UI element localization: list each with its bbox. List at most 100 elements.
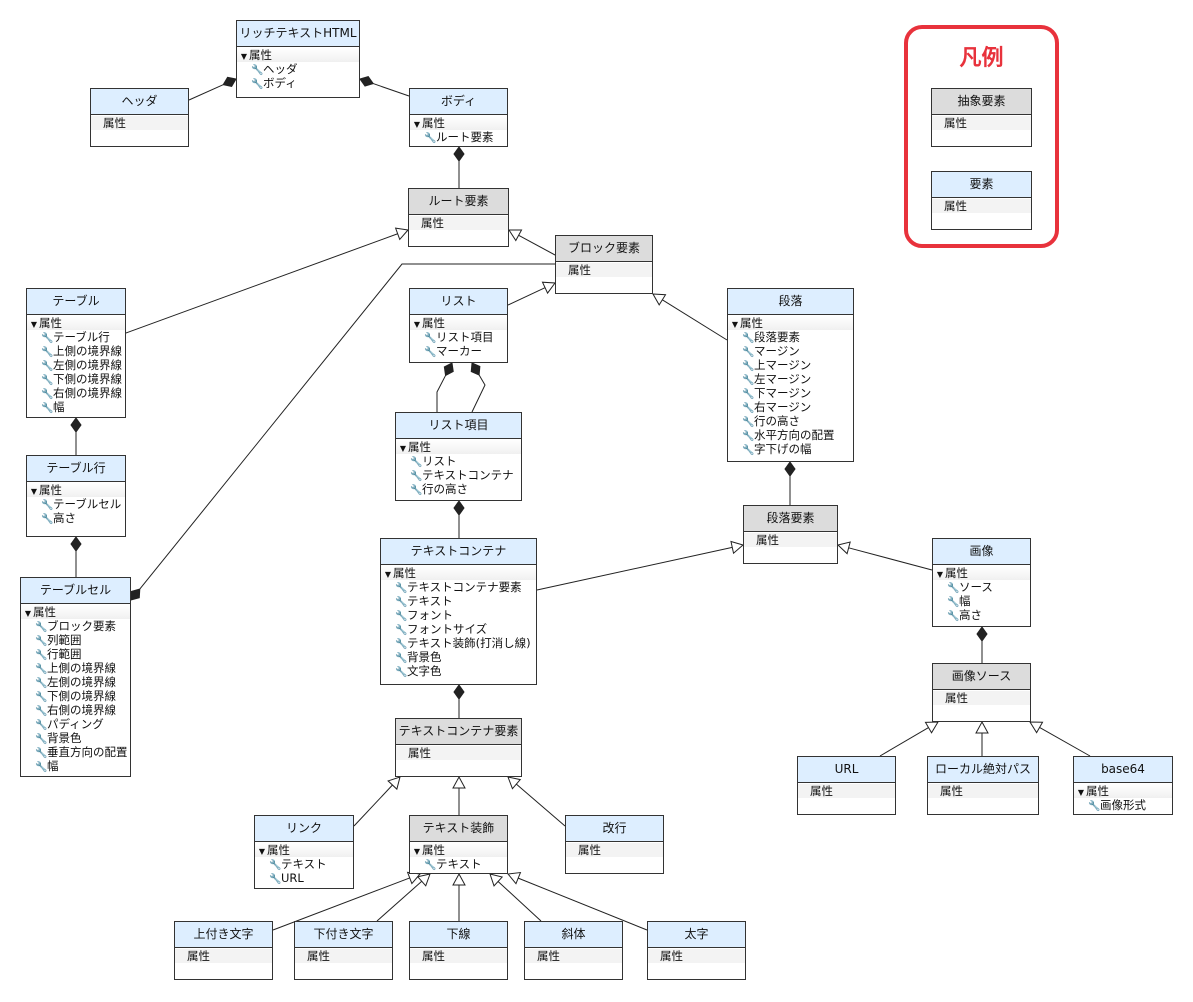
wrench-icon: 🔧: [35, 720, 48, 731]
attr-section-header[interactable]: ▼属性: [21, 605, 130, 619]
composition-line: [470, 362, 486, 413]
connector-path: [879, 727, 929, 757]
class-name: base64: [1074, 757, 1172, 783]
attribute-item: 🔧テキスト: [381, 594, 536, 608]
collapse-triangle-icon[interactable]: ▼: [30, 320, 38, 329]
attribute-item: 🔧背景色: [21, 731, 130, 745]
class-box-header: ヘッダ属性: [90, 88, 189, 147]
attribute-label: 行の高さ: [754, 414, 800, 428]
wrench-icon: 🔧: [35, 664, 48, 675]
generalization-line: [508, 229, 556, 256]
collapse-triangle-icon[interactable]: ▼: [413, 320, 421, 329]
wrench-icon: 🔧: [742, 333, 755, 344]
composition-line: [70, 417, 82, 455]
class-name: ルート要素: [409, 189, 508, 215]
class-box-listitem: リスト項目▼属性🔧リスト🔧テキストコンテナ🔧行の高さ: [395, 412, 522, 501]
attribute-label: 垂直方向の配置: [47, 745, 128, 759]
attr-section-header[interactable]: ▼属性: [27, 483, 125, 497]
attr-section-label: 属性: [410, 949, 507, 963]
composition-diamond: [130, 588, 141, 601]
attribute-label: ルート要素: [436, 130, 494, 144]
collapse-triangle-icon[interactable]: ▼: [258, 847, 266, 856]
connector-path: [848, 547, 933, 571]
wrench-icon: 🔧: [41, 500, 54, 511]
attribute-item: 🔧マージン: [728, 344, 853, 358]
attr-section-header[interactable]: ▼属性: [237, 48, 359, 62]
attr-section-header[interactable]: ▼属性: [410, 843, 507, 857]
class-box-table: テーブル▼属性🔧テーブル行🔧上側の境界線🔧左側の境界線🔧下側の境界線🔧右側の境界…: [26, 288, 126, 418]
collapse-triangle-icon[interactable]: ▼: [731, 320, 739, 329]
attribute-item: 🔧行の高さ: [396, 482, 521, 496]
class-box-bold: 太字属性: [647, 921, 746, 980]
attribute-label: テキスト: [407, 594, 453, 608]
connector-path: [436, 375, 447, 412]
attribute-label: 段落要素: [754, 330, 800, 344]
generalization-arrowhead: [924, 721, 939, 734]
composition-diamond: [222, 76, 237, 87]
generalization-arrowhead: [452, 775, 466, 789]
class-box-list: リスト▼属性🔧リスト項目🔧マーカー: [409, 288, 508, 363]
class-box-italic: 斜体属性: [524, 921, 623, 980]
wrench-icon: 🔧: [35, 762, 48, 773]
wrench-icon: 🔧: [395, 583, 408, 594]
attribute-item: 🔧テキストコンテナ: [396, 468, 521, 482]
class-name: 上付き文字: [175, 922, 272, 948]
wrench-icon: 🔧: [41, 389, 54, 400]
attribute-item: 🔧下マージン: [728, 386, 853, 400]
attr-section-header[interactable]: ▼属性: [1074, 784, 1172, 798]
attribute-label: 幅: [53, 400, 65, 414]
collapse-triangle-icon[interactable]: ▼: [30, 487, 38, 496]
wrench-icon: 🔧: [269, 874, 282, 885]
attribute-item: 🔧ヘッダ: [237, 62, 359, 76]
attribute-item: 🔧フォント: [381, 608, 536, 622]
generalization-arrowhead: [394, 227, 409, 241]
attr-section-header[interactable]: ▼属性: [381, 566, 536, 580]
legend-attr-label: 属性: [932, 199, 1031, 213]
class-box-richtext: リッチテキストHTML▼属性🔧ヘッダ🔧ボディ: [236, 20, 360, 98]
attribute-label: 右マージン: [754, 400, 812, 414]
attribute-item: 🔧字下げの幅: [728, 442, 853, 456]
collapse-triangle-icon[interactable]: ▼: [384, 570, 392, 579]
generalization-arrowhead: [507, 776, 522, 790]
attribute-label: 上側の境界線: [53, 344, 122, 358]
attr-section-header[interactable]: ▼属性: [396, 440, 521, 454]
attr-section-header[interactable]: ▼属性: [410, 116, 507, 130]
generalization-line: [452, 872, 466, 921]
class-name: テーブルセル: [21, 578, 130, 604]
collapse-triangle-icon[interactable]: ▼: [240, 52, 248, 61]
attribute-label: 右側の境界線: [47, 703, 116, 717]
class-name: 段落: [728, 289, 853, 315]
class-name: 下付き文字: [295, 922, 392, 948]
attribute-item: 🔧高さ: [933, 608, 1030, 622]
attr-section-header[interactable]: ▼属性: [410, 316, 507, 330]
attr-section-header[interactable]: ▼属性: [728, 316, 853, 330]
attribute-item: 🔧上側の境界線: [21, 661, 130, 675]
attribute-label: 下側の境界線: [53, 372, 122, 386]
legend-attr-label: 属性: [932, 116, 1031, 130]
attr-section-header[interactable]: ▼属性: [933, 566, 1030, 580]
collapse-triangle-icon[interactable]: ▼: [413, 847, 421, 856]
class-box-paragraph: 段落▼属性🔧段落要素🔧マージン🔧上マージン🔧左マージン🔧下マージン🔧右マージン🔧…: [727, 288, 854, 462]
attribute-item: 🔧URL: [255, 871, 353, 885]
attribute-label: 文字色: [407, 664, 442, 678]
attr-section-header[interactable]: ▼属性: [27, 316, 125, 330]
attribute-label: 水平方向の配置: [754, 428, 835, 442]
generalization-arrowhead: [975, 720, 989, 734]
collapse-triangle-icon[interactable]: ▼: [936, 570, 944, 579]
attr-section-label: 属性: [175, 949, 272, 963]
collapse-triangle-icon[interactable]: ▼: [1077, 788, 1085, 797]
attribute-label: 字下げの幅: [754, 442, 812, 456]
collapse-triangle-icon[interactable]: ▼: [413, 120, 421, 129]
collapse-triangle-icon[interactable]: ▼: [399, 444, 407, 453]
connector-path: [536, 546, 733, 591]
wrench-icon: 🔧: [35, 734, 48, 745]
generalization-line: [125, 227, 409, 334]
generalization-line: [376, 873, 431, 922]
connector-path: [518, 877, 648, 931]
collapse-triangle-icon[interactable]: ▼: [24, 609, 32, 618]
generalization-line: [507, 776, 566, 827]
generalization-arrowhead: [507, 871, 522, 885]
composition-line: [188, 76, 237, 101]
attr-section-header[interactable]: ▼属性: [255, 843, 353, 857]
